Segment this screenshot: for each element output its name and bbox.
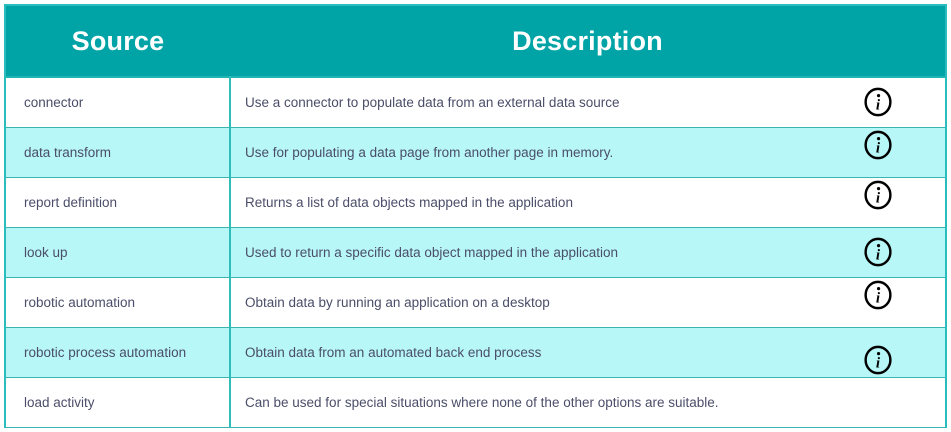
- cell-description: Obtain data from an automated back end p…: [230, 326, 945, 378]
- table-head: Source Description: [6, 6, 945, 77]
- column-header-description: Description: [230, 6, 945, 77]
- info-circle-icon[interactable]: i: [863, 130, 893, 160]
- cell-description: Use a connector to populate data from an…: [230, 76, 945, 128]
- cell-source: report definition: [6, 176, 231, 228]
- data-sources-table-frame: Source Description connector Use a connec…: [4, 4, 947, 428]
- cell-description: Used to return a specific data object ma…: [230, 226, 945, 278]
- description-text: Obtain data by running an application on…: [245, 294, 550, 310]
- description-text: Returns a list of data objects mapped in…: [245, 194, 573, 210]
- column-header-source: Source: [6, 6, 230, 77]
- cell-description: Can be used for special situations where…: [230, 376, 945, 428]
- table-row: robotic process automation Obtain data fr…: [6, 326, 945, 378]
- data-sources-table: Source Description connector Use a connec…: [6, 6, 945, 428]
- table-row: connector Use a connector to populate dat…: [6, 76, 945, 128]
- table-row: robotic automation Obtain data by running…: [6, 276, 945, 328]
- description-text: Obtain data from an automated back end p…: [245, 344, 542, 360]
- description-text: Can be used for special situations where…: [245, 394, 719, 410]
- table-row: load activity Can be used for special sit…: [6, 376, 945, 428]
- info-circle-icon[interactable]: i: [863, 345, 893, 375]
- svg-text:i: i: [876, 248, 881, 264]
- svg-text:i: i: [876, 291, 881, 307]
- svg-text:i: i: [876, 191, 881, 207]
- table-row: report definition Returns a list of data …: [6, 176, 945, 228]
- info-circle-icon[interactable]: i: [863, 87, 893, 117]
- cell-source: robotic automation: [6, 276, 231, 328]
- table-body: connector Use a connector to populate dat…: [6, 76, 945, 428]
- cell-description: Returns a list of data objects mapped in…: [230, 176, 945, 228]
- svg-text:i: i: [876, 141, 881, 157]
- svg-text:i: i: [876, 98, 881, 114]
- description-text: Used to return a specific data object ma…: [245, 244, 618, 260]
- info-circle-icon[interactable]: i: [863, 237, 893, 267]
- description-text: Use a connector to populate data from an…: [245, 94, 620, 110]
- cell-description: Obtain data by running an application on…: [230, 276, 945, 328]
- cell-source: robotic process automation: [6, 326, 231, 378]
- cell-description: Use for populating a data page from anot…: [230, 126, 945, 178]
- info-circle-icon[interactable]: i: [863, 180, 893, 210]
- cell-source: data transform: [6, 126, 231, 178]
- description-text: Use for populating a data page from anot…: [245, 144, 614, 160]
- table-header-row: Source Description: [6, 6, 945, 77]
- table-row: data transform Use for populating a data …: [6, 126, 945, 178]
- cell-source: load activity: [6, 376, 231, 428]
- svg-text:i: i: [876, 356, 881, 372]
- info-circle-icon[interactable]: i: [863, 280, 893, 310]
- table-row: look up Used to return a specific data ob…: [6, 226, 945, 278]
- cell-source: connector: [6, 76, 231, 128]
- cell-source: look up: [6, 226, 231, 278]
